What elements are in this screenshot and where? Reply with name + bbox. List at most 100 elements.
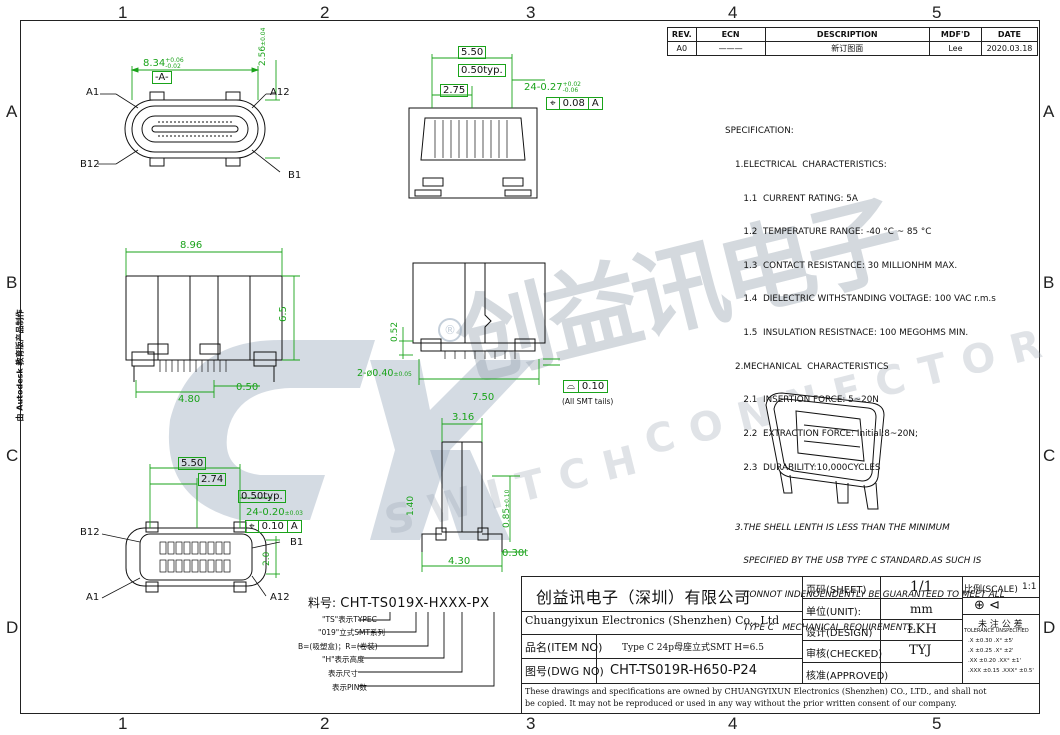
dim-side-b-hole: 2-ø0.40±0.05 <box>357 368 412 379</box>
gdt-flatness-value: 0.10 <box>581 381 605 392</box>
gdt-frame-side: ⌖ 0.08 A <box>546 97 603 110</box>
scale-label: 比例(SCALE) <box>964 585 1018 595</box>
dim-front-span: 4.80 <box>178 394 201 405</box>
zone-top-4: 4 <box>728 3 738 22</box>
dim-front-width: 8.96 <box>180 240 203 251</box>
zone-bottom-5: 5 <box>932 714 942 733</box>
zone-right-D: D <box>1043 618 1056 637</box>
spec-line: 2.2 EXTRACTION FORCE: Initial:8~20N; <box>735 428 918 439</box>
zone-left-C: C <box>6 446 19 465</box>
tol-val: ±5' <box>1003 638 1014 644</box>
flatness-note: (All SMT tails) <box>562 397 614 406</box>
tol-key: .X <box>968 638 974 644</box>
part-number-code: CHT-TS019X-HXXX-PX <box>340 596 490 611</box>
dim-top-height-tol: ±0.04 <box>260 27 267 46</box>
zone-left-D: D <box>6 618 19 637</box>
dim-front-pitch: 0.50 <box>236 382 259 393</box>
dim-top-height: 2.56±0.04 <box>258 28 268 66</box>
tolerance-title: 未 注 公 差 <box>978 620 1023 630</box>
zone-bottom-3: 3 <box>526 714 536 733</box>
flatness-icon: ⌓ <box>564 381 579 392</box>
revision-table: REV. ECN DESCRIPTION MDF'D DATE A0 ——— 新… <box>667 27 1039 56</box>
dim-side-b-hole-tol: ±0.05 <box>393 371 412 378</box>
tol-val: ±0.25 <box>975 648 993 654</box>
approved-label: 核准(APPROVED) <box>806 671 889 682</box>
gdt-side-datum: A <box>591 98 599 109</box>
tail-view <box>421 418 525 572</box>
pin-label-a12-bottom: A12 <box>270 592 290 603</box>
description-value: 新订图面 <box>764 41 930 56</box>
mdfd-header: MDF'D <box>928 27 982 42</box>
dim-bottom-pin-width-tol: ±0.03 <box>284 510 303 517</box>
spec-line: 2.3 DURABILITY:10,000CYCLES <box>735 462 881 473</box>
dim-bottom-550: 5.50 <box>178 457 207 470</box>
tolerance-row: .XX ±0.20 .XX° ±1' <box>968 658 1021 664</box>
pin-label-b12-bottom: B12 <box>80 527 100 538</box>
zone-right-C: C <box>1043 446 1056 465</box>
part-number: 料号: CHT-TS019X-HXXX-PX <box>308 594 490 611</box>
dim-side-550: 5.50 <box>458 46 487 59</box>
tol-val: ±2' <box>1003 648 1014 654</box>
dim-side-b-hole-value: 2-ø0.40 <box>357 368 394 379</box>
part-note-height: "H"表示高度 <box>322 655 365 664</box>
gdt-flatness: ⌓ 0.10 <box>563 380 609 393</box>
rev-header: REV. <box>667 27 697 42</box>
dim-bottom-pin-width-value: 24-0.20 <box>246 507 285 518</box>
spec-line: 1.4 DIELECTRIC WITHSTANDING VOLTAGE: 100… <box>735 294 996 305</box>
part-note-size: 表示尺寸 <box>328 669 358 678</box>
spec-note: SPECIFIED BY THE USB TYPE C STANDARD.AS … <box>735 556 982 567</box>
dim-side-pin-width: 24-0.27+0.02 -0.06 <box>524 82 581 94</box>
top-view <box>98 60 281 173</box>
tol-val: ±0.5' <box>1018 668 1034 674</box>
isometric-view <box>765 392 885 510</box>
pin-label-b12-top: B12 <box>80 159 100 170</box>
tol-val: ±0.30 <box>975 638 993 644</box>
item-no-value: Type C 24p母座立式SMT H=6.5 <box>622 643 764 653</box>
zone-top-1: 1 <box>118 3 128 22</box>
tolerance-row: .X ±0.30 .X° ±5' <box>968 638 1014 644</box>
tolerance-row: .XXX ±0.15 .XXX° ±0.5' <box>968 668 1034 674</box>
dim-bottom-height: 2.0 <box>262 551 272 566</box>
sheet-value: 1/1 <box>910 579 933 595</box>
pin-label-a1-top: A1 <box>86 87 100 98</box>
part-number-leaders <box>358 612 495 687</box>
left-margin-text: 由 Autodesk 教育版产品制作 <box>15 309 25 422</box>
spec-line: 1.1 CURRENT RATING: 5A <box>735 193 858 204</box>
part-note-packaging: B=(吸塑盒)；R=(卷装) <box>298 642 378 651</box>
tol-key: .XX <box>968 658 978 664</box>
zone-top-2: 2 <box>320 3 330 22</box>
zone-bottom-1: 1 <box>118 714 128 733</box>
ecn-header: ECN <box>695 27 766 42</box>
dim-top-width-value: 8.34 <box>143 58 166 69</box>
mdfd-value: Lee <box>928 41 982 56</box>
projection-symbol-icon: ⊕ ⊲ <box>974 598 1000 613</box>
dim-tail-085-tol: ±0.10 <box>504 489 511 508</box>
watermark-logo <box>168 340 535 540</box>
zone-left-A: A <box>6 102 18 121</box>
ecn-value: ——— <box>695 41 766 56</box>
zone-top-3: 3 <box>526 3 536 22</box>
dim-tail-030: 0.30t <box>502 548 529 559</box>
dim-side-pin-width-value: 24-0.27 <box>524 82 563 93</box>
gdt-frame-bottom: ⌖ 0.10 A <box>245 520 302 533</box>
dim-top-height-value: 2.56 <box>258 45 268 66</box>
company-name-en: Chuangyixun Electronics (Shenzhen) Co., … <box>525 614 780 627</box>
tol-key: .X° <box>993 648 1003 654</box>
dim-top-datum: -A- <box>152 71 172 84</box>
zone-bottom-4: 4 <box>728 714 738 733</box>
side-view-b <box>399 262 560 385</box>
spec-line: 1.3 CONTACT RESISTANCE: 30 MILLIONHM MAX… <box>735 260 958 271</box>
tol-val: ±0.20 <box>979 658 996 664</box>
spec-title: SPECIFICATION: <box>725 126 794 137</box>
spec-note: CONNOT INDENOENDENTLY BE GUARANTEED TO M… <box>735 589 1005 600</box>
tol-val: ±1' <box>1011 658 1022 664</box>
gdt-bottom-value: 0.10 <box>259 521 288 532</box>
date-header: DATE <box>980 27 1039 42</box>
specification-block: SPECIFICATION: 1.ELECTRICAL CHARACTERIST… <box>725 104 1005 646</box>
checked-label: 审核(CHECKED) <box>806 649 883 660</box>
design-value: LKH <box>907 622 937 637</box>
disclaimer: These drawings and specifications are ow… <box>525 687 987 708</box>
pin-label-b1-bottom: B1 <box>290 537 304 548</box>
zone-left-B: B <box>6 273 18 292</box>
dim-tail-085-value: 0.85 <box>502 507 512 528</box>
